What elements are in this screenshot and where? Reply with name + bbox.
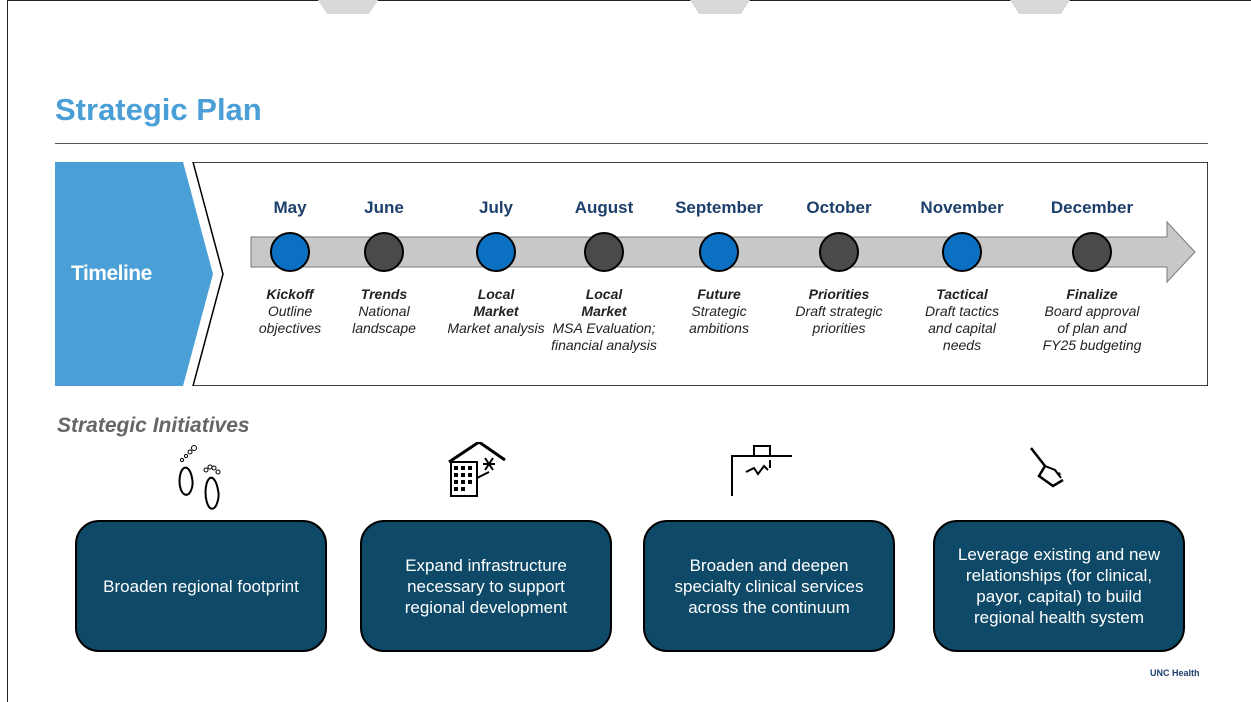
milestone-heading: Kickoff [266,286,314,302]
handshake-icon [1025,442,1089,506]
initiative-card-3: Broaden and deepen specialty clinical se… [643,520,895,652]
timeline-panel [55,162,1208,386]
frame-left-border [7,0,8,702]
milestone-detail: Outline objectives [258,303,322,336]
timeline-milestone-dot [270,232,310,272]
milestone-heading: Finalize [1066,286,1118,302]
milestone-detail: Draft strategic priorities [795,303,883,336]
milestone-heading: Tactical [936,286,988,302]
initiative-card-2: Expand infrastructure necessary to suppo… [360,520,612,652]
timeline-month-label: October [806,198,872,217]
milestone-detail: Market analysis [447,320,545,336]
milestone-heading: Trends [360,286,408,302]
footprints-icon [170,442,234,510]
timeline-milestone-dot [584,232,624,272]
initiatives-heading: Strategic Initiatives [57,414,250,437]
brand-logo-text: UNC Health [1150,668,1200,678]
milestone-detail: National landscape [352,303,416,336]
milestone-heading: Priorities [808,286,870,302]
timeline-month-label: December [1050,198,1134,217]
title-divider [55,143,1208,144]
milestone-heading: Local Market [581,286,627,319]
top-decor-tab [1010,0,1070,14]
timeline-chevron [55,162,213,386]
timeline-month-label: May [273,198,307,217]
top-decor-tab [690,0,750,14]
page-title: Strategic Plan [55,92,262,127]
timeline-milestone-dot [942,232,982,272]
clinical-chart-icon [728,442,792,506]
timeline-milestone-dot [699,232,739,272]
milestone-heading: Future [697,286,741,302]
timeline-month-label: June [364,198,404,217]
timeline-milestone-dot [1072,232,1112,272]
milestone-detail: Strategic ambitions [689,303,749,336]
timeline-month-label: July [478,198,514,217]
timeline-milestone-dot [364,232,404,272]
timeline-frame [192,162,1208,386]
milestone-heading: Local Market [473,286,519,319]
timeline-month-label: August [574,198,634,217]
timeline-label: Timeline [71,262,152,285]
top-decor-tab [318,0,378,14]
milestone-detail: Board approval of plan and FY25 budgetin… [1042,303,1142,353]
milestone-detail: MSA Evaluation; financial analysis [551,320,657,353]
initiative-card-1: Broaden regional footprint [75,520,327,652]
timeline-milestone-dot [476,232,516,272]
frame-top-border [7,0,1251,1]
initiative-card-4: Leverage existing and new relationships … [933,520,1185,652]
timeline-month-label: September [675,198,763,217]
timeline-milestone-dot [819,232,859,272]
building-icon [445,440,509,506]
milestone-detail: Draft tactics and capital needs [925,303,999,353]
timeline-month-label: November [920,198,1004,217]
